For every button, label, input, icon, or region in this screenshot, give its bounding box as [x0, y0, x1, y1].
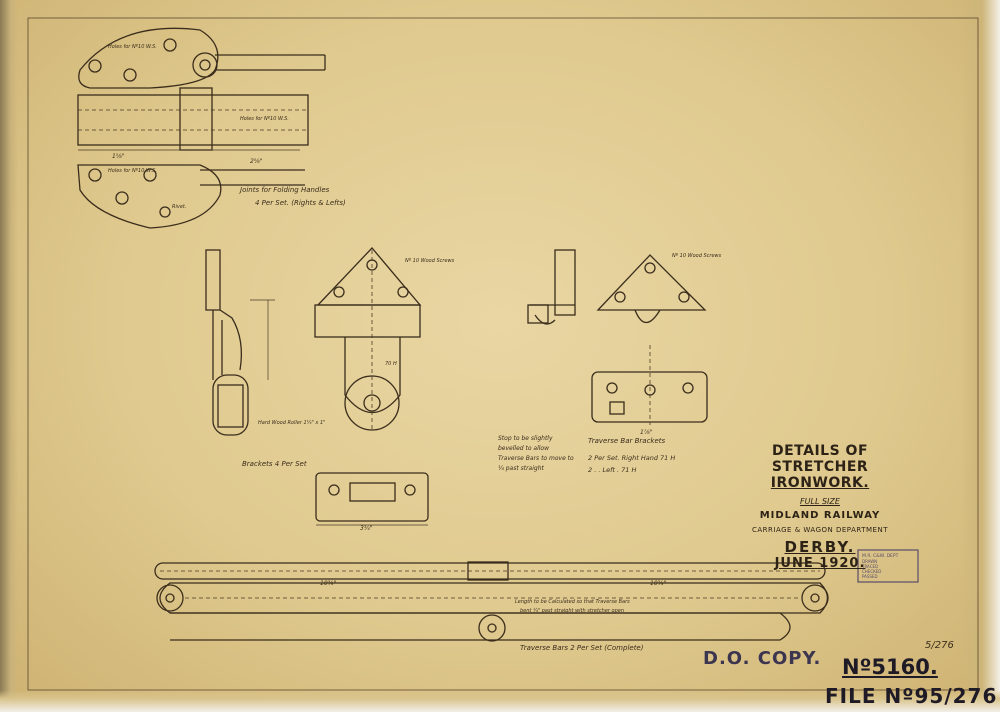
- title-block: DETAILS OF STRETCHER IRONWORK. FULL SIZE…: [725, 443, 915, 571]
- department-name: CARRIAGE & WAGON DEPARTMENT: [752, 526, 888, 534]
- folding-handle-joint-top-view: [78, 27, 326, 89]
- holes-label-a: Holes for Nº10 W.S.: [108, 44, 157, 50]
- border-frame: [27, 17, 979, 691]
- wood-screws-label: Nº 10 Wood Screws: [405, 258, 455, 264]
- dim-left-span: 10⅜": [320, 580, 336, 587]
- stop-note-line-2: bevelled to allow: [498, 445, 549, 452]
- stop-note-line-1: Stop to be slightly: [498, 435, 553, 442]
- traverse-brackets-qty-2: 2 . . Left . 71 H: [588, 466, 636, 474]
- sheet-right-edge: [960, 0, 1000, 712]
- traverse-bar-top: [154, 562, 826, 580]
- stamp-line-3: TRACED: [861, 564, 878, 569]
- traverse-bracket-plan-view: [591, 345, 708, 425]
- traverse-bracket-front-view: [596, 254, 707, 324]
- stop-note-line-4: ¼ past straight: [498, 465, 544, 472]
- joints-title: Joints for Folding Handles: [238, 186, 330, 194]
- copy-stamp: D.O. COPY.: [703, 648, 822, 669]
- drawing-date: JUNE 1920.: [774, 556, 866, 571]
- title-line-2: IRONWORK.: [770, 475, 870, 491]
- bracket-front-view: [314, 247, 422, 431]
- traverse-bars-note-1: Length to be Calculated so that Traverse…: [515, 599, 630, 605]
- scale-label: FULL SIZE: [800, 497, 840, 506]
- reference-note: 5/276: [925, 640, 954, 651]
- roller-label: Hard Wood Roller 1¼" x 1": [258, 420, 325, 426]
- rivet-label: Rivet.: [172, 204, 186, 210]
- folding-handle-joint-bottom-view: [77, 164, 305, 229]
- dim-70h: 70 H: [385, 361, 397, 367]
- dim-joint-width: 1⅝": [112, 153, 125, 160]
- place-name: DERBY.: [784, 538, 856, 556]
- holes-label-b: Holes for Nº10 W.S.: [240, 116, 289, 122]
- stamp-line-5: PASSED: [862, 574, 878, 579]
- stamp-line-2: DRAWN: [862, 559, 877, 564]
- joints-quantity: 4 Per Set. (Rights & Lefts): [255, 199, 346, 207]
- traverse-bars-title: Traverse Bars 2 Per Set (Complete): [520, 644, 644, 652]
- sheet-left-edge: [0, 0, 18, 712]
- stamp-line-1: M.R. C&W. DEPT: [862, 553, 899, 559]
- folding-handle-joint-side-view: [77, 87, 309, 151]
- drawing-number: Nº5160.: [842, 655, 938, 679]
- brackets-title: Brackets 4 Per Set: [242, 460, 307, 468]
- dim-joint-length: 2⅝": [250, 158, 263, 165]
- wood-screws-label-2: Nº 10 Wood Screws: [672, 253, 722, 259]
- traverse-bar-bottom: [156, 561, 829, 642]
- bracket-side-view: [205, 249, 275, 436]
- traverse-brackets-qty-1: 2 Per Set. Right Hand 71 H: [588, 454, 675, 462]
- dim-traverse-bracket: 1⅞": [640, 429, 653, 436]
- stop-note-line-3: Traverse Bars to move to: [498, 455, 574, 462]
- received-stamp: M.R. C&W. DEPT DRAWN TRACED CHECKED PASS…: [857, 549, 919, 583]
- bracket-plan-view: [315, 472, 429, 526]
- file-number: FILE Nº95/276: [825, 684, 998, 708]
- company-name: MIDLAND RAILWAY: [759, 510, 881, 521]
- stamp-line-4: CHECKED: [862, 569, 881, 574]
- sheet-bottom-edge: [0, 690, 1000, 712]
- dim-bracket-width: 3¾": [360, 525, 373, 532]
- title-line-1: DETAILS OF STRETCHER: [771, 443, 869, 475]
- traverse-brackets-title: Traverse Bar Brackets: [588, 437, 666, 445]
- traverse-bars-note-2: bent ¼" past straight with stretcher ope…: [520, 608, 624, 614]
- holes-label-c: Holes for Nº10 W.S.: [108, 168, 157, 174]
- dim-right-span: 10⅜": [650, 580, 666, 587]
- traverse-bracket-side-view: [527, 249, 576, 325]
